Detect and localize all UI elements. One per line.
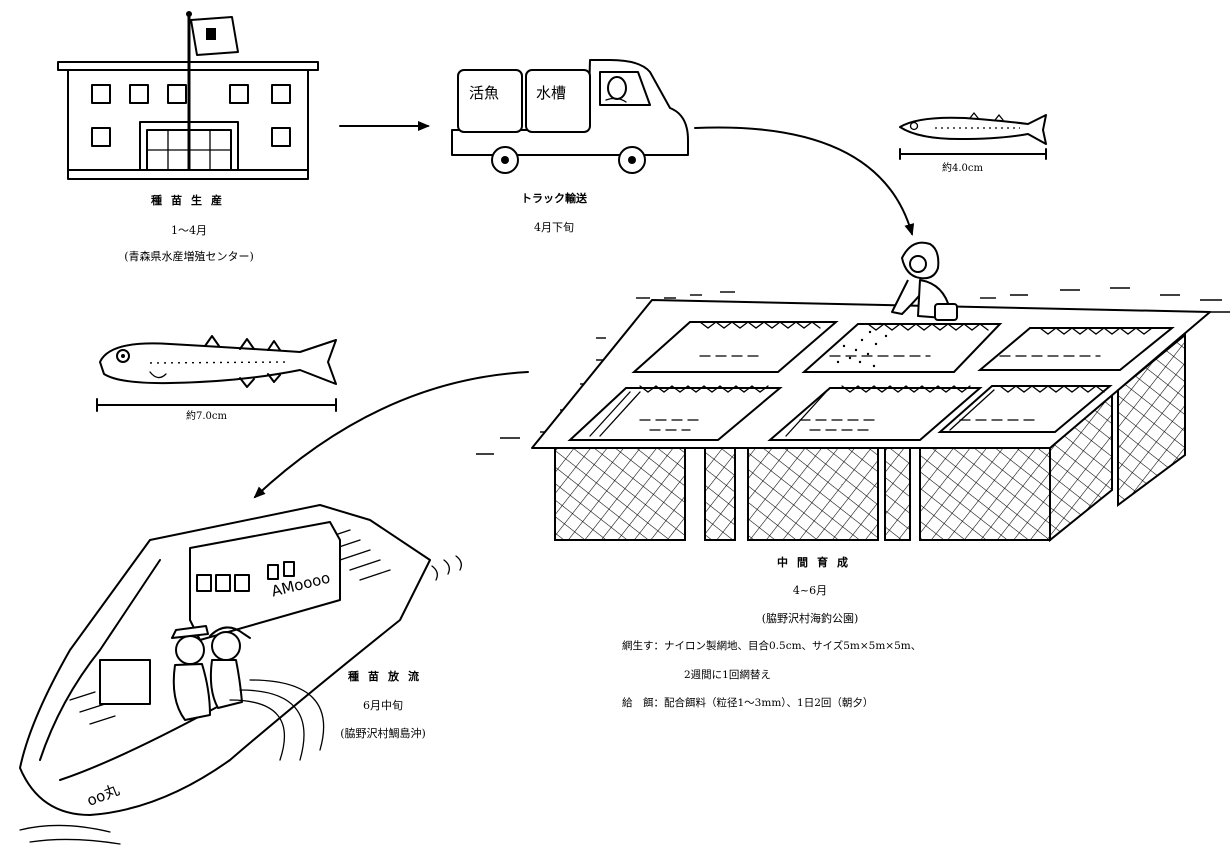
rearing-period: 4~6月 xyxy=(793,585,827,596)
rearing-feeding: 給 餌：配合餌料（粒径1～3mm）、1日2回（朝夕） xyxy=(622,698,873,709)
fish-small-icon xyxy=(900,113,1046,144)
net-pen-wall xyxy=(748,448,878,540)
feed-bucket xyxy=(935,304,957,320)
transport-period: 4月下旬 xyxy=(534,222,574,233)
tank-right-label: 水槽 xyxy=(536,86,566,101)
rearing-place: (脇野沢村海釣公園) xyxy=(762,613,859,624)
fish-large-scalebar xyxy=(97,399,336,411)
release-place: (脇野沢村鯛島沖) xyxy=(340,728,426,739)
production-place: (青森県水産増殖センター) xyxy=(124,251,254,262)
net-pens xyxy=(532,300,1210,540)
transport-truck xyxy=(452,60,688,173)
rearing-net-change: 2週間に1回網替え xyxy=(684,670,771,681)
fish-large-icon xyxy=(100,336,336,387)
hatchery-building xyxy=(58,11,318,179)
release-box xyxy=(100,660,150,704)
rearing-net-spec: 網生す：ナイロン製網地、目合0.5cm、サイズ5m×5m×5m、 xyxy=(622,641,921,652)
fish-small-size: 約4.0cm xyxy=(942,164,983,174)
production-title: 種苗生産 xyxy=(151,195,231,206)
release-period: 6月中旬 xyxy=(363,700,403,711)
net-pen-wall xyxy=(555,448,685,540)
release-title: 種苗放流 xyxy=(348,671,428,682)
net-pen-wall xyxy=(920,448,1050,540)
fish-large-size: 約7.0cm xyxy=(186,412,227,422)
rearing-title: 中間育成 xyxy=(777,557,857,568)
fish-small-scalebar xyxy=(900,149,1046,159)
arrow-to-rearing xyxy=(695,127,912,234)
tank-left-label: 活魚 xyxy=(469,86,499,101)
arrow-to-release xyxy=(255,372,528,497)
worker-feeding xyxy=(892,243,957,320)
production-period: 1～4月 xyxy=(171,225,207,236)
transport-title: トラック輸送 xyxy=(521,193,587,204)
